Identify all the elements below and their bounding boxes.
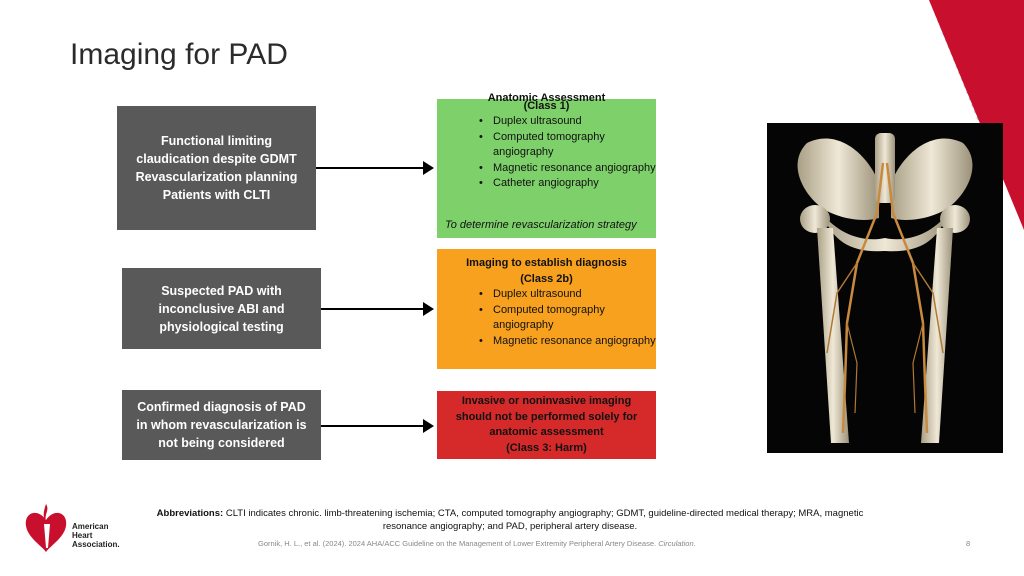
page-number: 8 (966, 539, 971, 548)
citation-journal: Circulation (658, 539, 694, 548)
indication-box-2: Suspected PAD with inconclusive ABI and … (122, 268, 321, 349)
list-item: Computed tomography angiography (479, 130, 656, 161)
indication-box-1: Functional limiting claudication despite… (117, 106, 316, 230)
logo-line: Association. (72, 540, 120, 549)
recommendation-box-class-3: Invasive or noninvasive imaging should n… (437, 391, 656, 459)
citation-text: Gornik, H. L., et al. (2024). 2024 AHA/A… (258, 539, 659, 548)
arrow-2 (321, 302, 434, 316)
list-item: Duplex ultrasound (479, 114, 656, 130)
pelvis-vessels-illustration (797, 133, 973, 443)
heart-torch-logo-icon (25, 504, 67, 552)
list-item: Catheter angiography (479, 176, 656, 192)
arrow-1 (316, 161, 434, 175)
recommendation-class: (Class 3: Harm) (506, 441, 587, 454)
logo-wordmark: American Heart Association. (72, 522, 120, 549)
list-item: Magnetic resonance angiography (479, 334, 656, 350)
citation: Gornik, H. L., et al. (2024). 2024 AHA/A… (258, 539, 696, 548)
note-text: To determine revascularization strategy (445, 219, 637, 231)
ct-angiography-image (767, 123, 1003, 453)
citation-end: . (693, 539, 696, 548)
logo-line: American (72, 522, 109, 531)
bullet-list: Duplex ultrasound Computed tomography an… (437, 114, 656, 192)
recommendation-class: (Class 2b) (520, 272, 573, 285)
recommendation-box-class-1: Anatomic Assessment (Class 1) Duplex ult… (437, 92, 656, 238)
abbreviations-note: Abbreviations: CLTI indicates chronic. l… (150, 507, 870, 533)
abbreviations-text: CLTI indicates chronic. limb-threatening… (223, 508, 864, 532)
logo-line: Heart (72, 531, 93, 540)
list-item: Computed tomography angiography (479, 303, 656, 334)
recommendation-heading: Anatomic Assessment (487, 92, 606, 104)
recommendation-class: (Class 1) (523, 99, 570, 112)
list-item: Duplex ultrasound (479, 287, 656, 303)
recommendation-heading: Imaging to establish diagnosis (466, 257, 627, 269)
bullet-list: Duplex ultrasound Computed tomography an… (437, 287, 656, 349)
recommendation-heading: Invasive or noninvasive imaging should n… (455, 395, 638, 438)
arrow-3 (321, 419, 434, 433)
list-item: Magnetic resonance angiography (479, 161, 656, 177)
indication-box-3: Confirmed diagnosis of PAD in whom revas… (122, 390, 321, 460)
slide-title: Imaging for PAD (70, 38, 288, 71)
recommendation-box-class-2b: Imaging to establish diagnosis (Class 2b… (437, 249, 656, 369)
abbreviations-label: Abbreviations: (156, 508, 224, 519)
